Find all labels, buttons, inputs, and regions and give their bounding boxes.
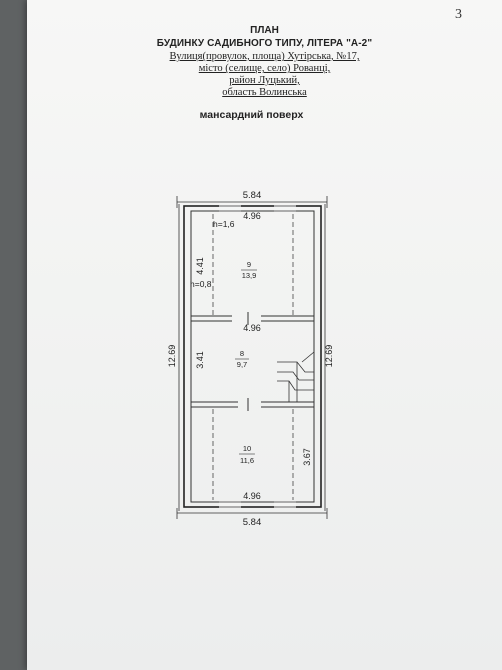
address-street: Вулиця(провулок, площа) Хутірська, №17,	[169, 51, 360, 62]
exterior-wall	[183, 205, 322, 508]
window-top	[219, 205, 296, 212]
roof-slope-lines	[212, 214, 294, 500]
window-bottom	[219, 501, 296, 508]
room-8-area: 9,7	[237, 360, 247, 369]
document-subtitle: БУДИНКУ САДИБНОГО ТИПУ, ЛІТЕРА "А-2"	[156, 38, 373, 49]
document-page: 3 ПЛАН БУДИНКУ САДИБНОГО ТИПУ, ЛІТЕРА "А…	[27, 0, 502, 670]
room-10-area: 11,6	[240, 456, 254, 465]
inner-width-middle: 4.96	[243, 323, 261, 333]
floor-plan: 5.84 5.84 4.96 4.96 4.96 12.69 12.69 4.4…	[167, 190, 334, 528]
room10-length: 3.67	[302, 448, 312, 466]
interior-wall-line	[190, 210, 315, 503]
staircase	[277, 351, 315, 402]
floor-label: мансардний поверх	[199, 109, 304, 121]
inner-width-top: 4.96	[243, 211, 261, 221]
room-9-label: 9 13,9	[241, 260, 257, 280]
outer-width-top: 5.84	[243, 190, 262, 201]
room8-length: 3.41	[195, 351, 205, 369]
height-high: h=1,6	[213, 219, 235, 229]
address-region: область Волинська	[222, 87, 307, 98]
page-number: 3	[455, 7, 462, 22]
overall-length-left: 12.69	[167, 345, 177, 368]
dimension-line-bottom	[176, 508, 328, 519]
partition-upper	[191, 312, 314, 325]
outer-width-bottom: 5.84	[243, 517, 262, 528]
room-8-number: 8	[240, 349, 244, 358]
room-9-area: 13,9	[242, 271, 257, 280]
room9-length: 4.41	[195, 257, 205, 275]
inner-width-bottom: 4.96	[243, 491, 261, 501]
room-10-label: 10 11,6	[239, 444, 255, 465]
dimension-line-top	[176, 196, 328, 208]
overall-length-right: 12.69	[324, 345, 334, 368]
room-10-number: 10	[243, 444, 251, 453]
height-low: h=0,8	[190, 279, 212, 289]
partition-lower	[191, 398, 314, 411]
document-title: ПЛАН	[250, 25, 279, 36]
address-settlement: місто (селище, село) Рованці,	[198, 63, 331, 74]
room-8-label: 8 9,7	[235, 349, 249, 369]
room-9-number: 9	[247, 260, 251, 269]
address-district: район Луцький,	[229, 75, 300, 86]
